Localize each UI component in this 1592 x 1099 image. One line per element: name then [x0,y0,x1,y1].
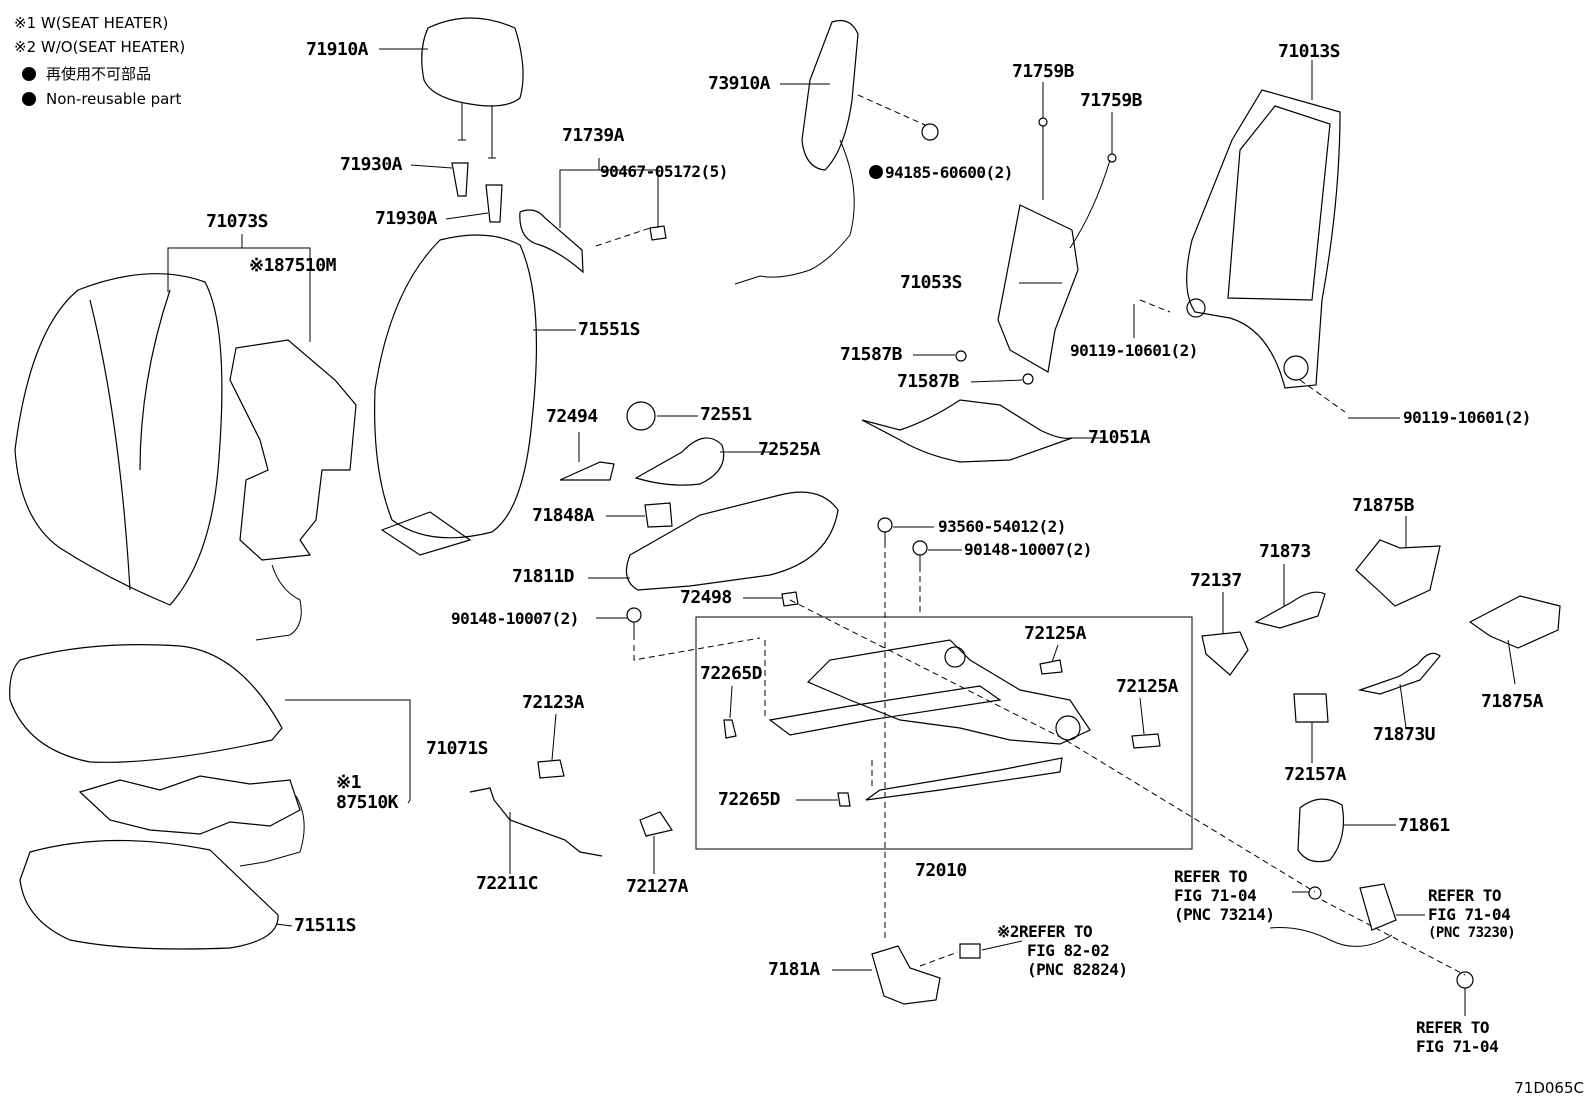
part-72137-drawing [1201,631,1249,676]
label-72498[interactable]: 72498 [680,587,732,608]
label-72010[interactable]: 72010 [915,860,967,881]
label-71511s[interactable]: 71511S [294,915,357,936]
cushion-pad-drawing [19,839,279,950]
label-71811d[interactable]: 71811D [512,566,575,587]
label-93560-54012[interactable]: 93560-54012(2) [938,517,1066,536]
label-94185-60600[interactable]: 94185-60600(2) [869,163,1013,183]
legend-non-reusable-jp: 再使用不可部品 [14,64,151,84]
label-72137[interactable]: 72137 [1190,570,1242,591]
label-90119-10601-lower[interactable]: 90119-10601(2) [1403,408,1531,427]
cover-72525a-drawing [634,437,725,486]
rod-72211c-drawing [469,787,603,857]
back-heater-mat-drawing [229,339,357,641]
bracket-71053s-drawing [997,117,1117,373]
label-71587b-upper[interactable]: 71587B [840,344,903,365]
label-87510k[interactable]: 87510K [336,792,399,813]
clip-72123a-drawing [537,759,565,779]
label-72211c[interactable]: 72211C [476,873,539,894]
label-90467-05172[interactable]: 90467-05172(5) [600,162,728,181]
label-71739a[interactable]: 71739A [562,125,625,146]
non-reusable-icon [869,165,883,179]
cushion-cover-drawing [9,644,283,763]
part-71873u-drawing [1357,652,1441,695]
figure-code: 71D065C [1514,1079,1584,1097]
label-71053s[interactable]: 71053S [900,272,963,293]
label-71587b-lower[interactable]: 71587B [897,371,960,392]
label-72265d-lower[interactable]: 72265D [718,789,781,810]
label-72494[interactable]: 72494 [546,406,598,427]
legend-note-1: ※1 W(SEAT HEATER) [14,14,169,32]
label-71013s[interactable]: 71013S [1278,41,1341,62]
label-71861[interactable]: 71861 [1398,815,1450,836]
label-71873u[interactable]: 71873U [1373,724,1436,745]
label-90119-10601-upper[interactable]: 90119-10601(2) [1070,341,1198,360]
label-71873[interactable]: 71873 [1259,541,1311,562]
leader-lines [167,48,1516,1016]
part-71875a-drawing [1468,595,1561,649]
part-71875b-drawing [1355,539,1441,607]
bullet-icon [22,67,36,81]
part-7181a-drawing [871,945,941,1005]
headrest-guide-drawing [451,162,503,223]
part-71873-drawing [1254,591,1326,629]
bullet-icon [22,92,36,106]
label-72125a-upper[interactable]: 72125A [1024,623,1087,644]
side-shield-drawing [625,491,839,591]
label-87510k-note: ※1 [336,772,361,793]
label-72127a[interactable]: 72127A [626,876,689,897]
label-73910a[interactable]: 73910A [708,73,771,94]
label-72525a[interactable]: 72525A [758,439,821,460]
clip-90467-drawing [649,225,667,241]
clip-72127a-drawing [639,811,673,837]
label-87510m[interactable]: ※187510M [249,255,336,276]
label-72551[interactable]: 72551 [700,404,752,425]
trim-71739a-drawing [519,209,584,274]
cover-72551-drawing [626,401,656,431]
label-71910a[interactable]: 71910A [306,39,369,60]
label-72157a[interactable]: 72157A [1284,764,1347,785]
headrest-drawing [421,17,524,159]
label-71551s[interactable]: 71551S [578,319,641,340]
label-71073s[interactable]: 71073S [206,211,269,232]
label-71930a-lower[interactable]: 71930A [375,208,438,229]
seat-track-drawing [768,639,1091,801]
clip-71848a-drawing [644,502,673,528]
label-72265d-upper[interactable]: 72265D [700,663,763,684]
label-71848a[interactable]: 71848A [532,505,595,526]
legend-non-reusable-en: Non-reusable part [14,89,181,109]
seatback-frame-drawing [1186,89,1341,389]
part-72157a-drawing [1293,693,1329,723]
cover-72494-drawing [559,461,615,481]
label-71875b[interactable]: 71875B [1352,495,1415,516]
label-90148-10007-upper[interactable]: 90148-10007(2) [964,540,1092,559]
nut-94185-drawing [921,123,939,141]
label-71071s[interactable]: 71071S [426,738,489,759]
side-airbag-drawing [734,19,859,285]
label-7181a[interactable]: 7181A [768,959,820,980]
wiring-71051a-drawing [861,399,1073,463]
label-71051a[interactable]: 71051A [1088,427,1151,448]
label-72125a-lower[interactable]: 72125A [1116,676,1179,697]
seatback-pad-drawing [374,234,538,556]
label-90148-10007-lower[interactable]: 90148-10007(2) [451,609,579,628]
legend-note-2: ※2 W/O(SEAT HEATER) [14,38,186,56]
label-71759b-right[interactable]: 71759B [1080,90,1143,111]
label-71759b-left[interactable]: 71759B [1012,61,1075,82]
seat-track-box [695,616,1193,850]
label-72123a[interactable]: 72123A [522,692,585,713]
label-71875a[interactable]: 71875A [1481,691,1544,712]
bolt-drawings [626,517,928,640]
nut-71587b-drawing [955,350,967,362]
label-71930a-upper[interactable]: 71930A [340,154,403,175]
cushion-heater-drawing [78,775,301,835]
part-71861-drawing [1297,798,1345,863]
seatback-cover-drawing [14,273,223,606]
